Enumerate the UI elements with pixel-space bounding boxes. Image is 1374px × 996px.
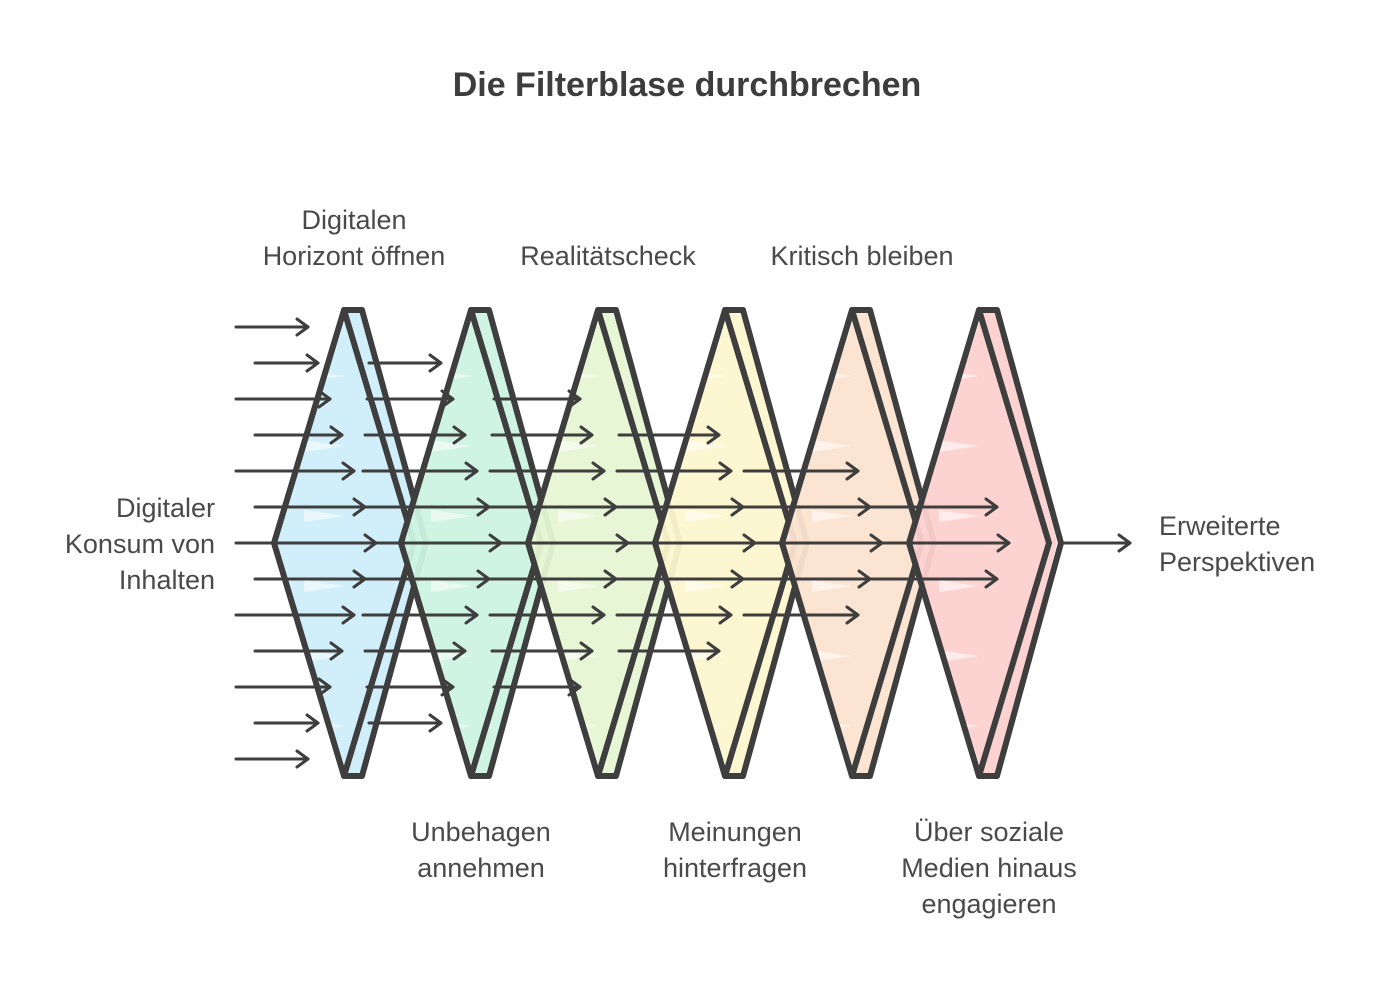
input-arrow (234, 461, 356, 481)
stage-2-arrow (367, 353, 443, 373)
stage-label-4-line: Meinungen (668, 817, 802, 847)
arrow-layer (234, 317, 1132, 769)
input-label-line: Digitaler (116, 493, 215, 523)
stage-label-4: Meinungen hinterfragen (663, 817, 807, 883)
diagram-title: Die Filterblase durchbrechen (453, 66, 922, 104)
stage-3-arrow (488, 605, 606, 625)
output-label-line: Perspektiven (1159, 547, 1315, 577)
stage-2-arrow (363, 425, 467, 445)
stage-label-1-line: Horizont öffnen (263, 241, 446, 271)
output-arrow (1061, 533, 1132, 553)
stage-4-arrow (617, 641, 721, 661)
stage-label-3: Realitätscheck (520, 241, 696, 271)
input-arrow (234, 749, 310, 769)
input-arrow (253, 425, 344, 445)
stage-6-arrow (867, 497, 999, 517)
stage-label-6-line: engagieren (921, 889, 1056, 919)
stage-4-arrow (615, 605, 733, 625)
stage-2-arrow (365, 389, 455, 409)
input-arrow (234, 317, 310, 337)
stage-label-6-line: Über soziale (914, 817, 1064, 847)
stage-label-5-line: Kritisch bleiben (770, 241, 953, 271)
stage-label-5: Kritisch bleiben (770, 241, 953, 271)
stage-4-arrow (615, 461, 733, 481)
stage-3-arrow (490, 425, 594, 445)
stage-label-1-line: Digitalen (301, 205, 406, 235)
input-arrow (253, 353, 320, 373)
input-arrow (234, 389, 332, 409)
stage-label-3-line: Realitätscheck (520, 241, 696, 271)
stage-label-2-line: annehmen (417, 853, 545, 883)
input-arrow (234, 605, 356, 625)
stage-label-2-line: Unbehagen (411, 817, 551, 847)
stage-label-6-line: Medien hinaus (901, 853, 1077, 883)
input-label-line: Inhalten (119, 565, 215, 595)
stage-6-arrow (865, 533, 1011, 553)
stage-label-2: Unbehagen annehmen (411, 817, 551, 883)
input-arrow (253, 713, 320, 733)
input-arrow (253, 641, 344, 661)
stage-2-arrow (361, 605, 479, 625)
stage-2-arrow (365, 677, 455, 697)
stage-label-4-line: hinterfragen (663, 853, 807, 883)
output-label-line: Erweiterte (1159, 511, 1281, 541)
stage-3-arrow (492, 677, 582, 697)
stage-4-arrow (617, 425, 721, 445)
stage-3-arrow (488, 461, 606, 481)
stage-3-arrow (492, 389, 582, 409)
stage-2-arrow (367, 713, 443, 733)
stage-2-arrow (363, 641, 467, 661)
stage-2-arrow (361, 461, 479, 481)
stage-6-arrow (867, 569, 999, 589)
stage-3-arrow (490, 641, 594, 661)
input-label-line: Konsum von (65, 529, 215, 559)
stage-5-arrow (742, 605, 860, 625)
stage-5-arrow (742, 461, 860, 481)
input-arrow (234, 677, 332, 697)
